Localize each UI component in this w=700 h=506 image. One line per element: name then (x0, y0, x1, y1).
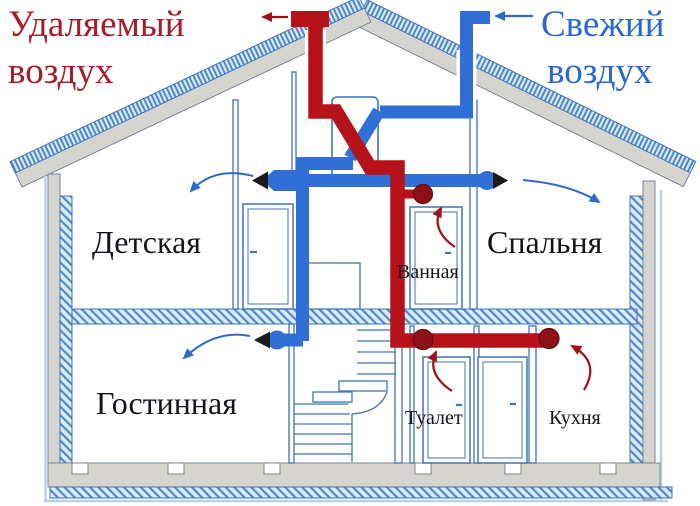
left-wall-frame (47, 173, 61, 464)
room-label-nursery: Детская (92, 224, 201, 260)
supply-outlet-living-room (254, 330, 287, 350)
exterior-walls (44, 173, 668, 503)
fresh-air-outlets (252, 170, 508, 350)
supply-outlet-nursery (252, 170, 302, 191)
airflow-arrow-bedroom (522, 179, 601, 204)
doors (242, 203, 528, 464)
airflow-arrow-nursery (189, 172, 254, 193)
roof-right-slope (354, 0, 697, 188)
kitchen-door (477, 356, 528, 464)
room-label-bathroom: Ванная (397, 261, 459, 283)
fresh-air-label-line1: Свежий (541, 4, 665, 45)
fresh-air-label-line2: воздух (547, 51, 653, 92)
flow-arrows (182, 11, 601, 392)
exhaust-main-run (308, 19, 551, 348)
nursery-door (242, 203, 294, 310)
supply-outlet-bedroom (477, 171, 508, 190)
exhaust-grilles (412, 183, 560, 351)
exhaust-air-label-line2: воздух (8, 51, 114, 92)
interior-partitions (232, 71, 537, 464)
airflow-arrow-toilet (427, 350, 453, 392)
left-wall-insulation (59, 195, 73, 464)
right-wall-insulation (629, 195, 644, 464)
room-label-kitchen: Кухня (549, 407, 601, 429)
right-wall-frame (642, 180, 656, 501)
roof-left-slope (9, 0, 372, 188)
fresh-intake-run (380, 11, 490, 119)
room-label-toilet: Туалет (405, 407, 463, 429)
exhaust-air-label-line1: Удаляемый (8, 4, 185, 45)
airflow-arrow-living-room (182, 333, 251, 360)
stair-guard (304, 262, 361, 310)
toilet-door (422, 356, 471, 464)
airflow-arrow-kitchen (570, 345, 592, 391)
room-label-bedroom: Спальня (487, 224, 603, 260)
foundation-notches (71, 462, 617, 475)
ground-slab (49, 486, 673, 499)
exhaust-grille-bathroom (412, 183, 434, 205)
bathroom-door (409, 206, 463, 310)
foundation (47, 462, 673, 499)
airflow-arrow-bathroom (432, 206, 456, 248)
staircase (294, 329, 396, 462)
exhaust-grille-toilet (412, 328, 434, 351)
fresh-riser (296, 157, 353, 341)
exhaust-grille-kitchen (538, 327, 560, 350)
floor-slab (71, 308, 638, 325)
room-label-living-room: Гостинная (96, 385, 237, 421)
